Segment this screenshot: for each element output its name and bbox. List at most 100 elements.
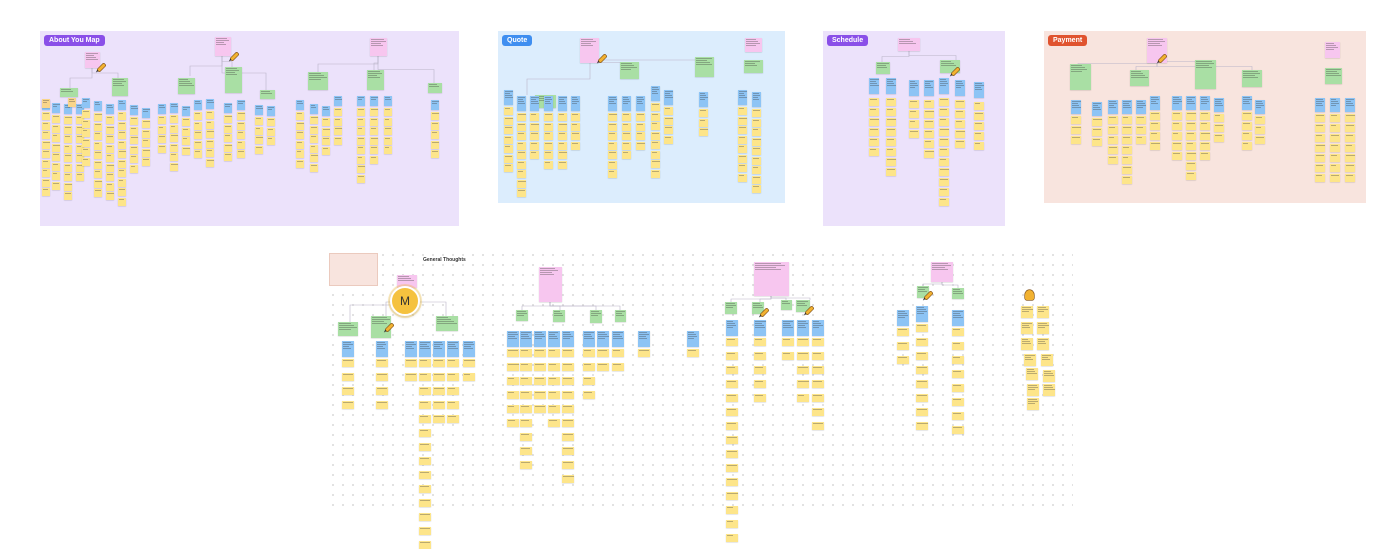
sticky-note-yellow[interactable] <box>52 143 60 152</box>
sticky-note-yellow[interactable] <box>558 113 567 121</box>
sticky-note-yellow[interactable] <box>583 349 595 357</box>
sticky-note-yellow[interactable] <box>42 121 50 130</box>
sticky-note-yellow[interactable] <box>520 419 532 427</box>
sticky-note-yellow[interactable] <box>558 141 567 150</box>
sticky-note-pink[interactable] <box>1325 42 1340 58</box>
sticky-note-blue[interactable] <box>142 108 151 118</box>
sticky-note-yellow[interactable] <box>334 127 343 135</box>
sticky-note-yellow[interactable] <box>952 342 964 350</box>
sticky-note-yellow[interactable] <box>42 188 50 196</box>
sticky-note-yellow[interactable] <box>886 128 896 136</box>
sticky-note-yellow[interactable] <box>42 169 50 177</box>
sticky-note-yellow[interactable] <box>952 384 964 392</box>
sticky-note-yellow[interactable] <box>194 131 202 139</box>
sticky-note-blue[interactable] <box>463 341 475 357</box>
sticky-note-yellow[interactable] <box>255 117 263 125</box>
sticky-note-green[interactable] <box>590 310 602 323</box>
sticky-note-yellow[interactable] <box>548 405 560 413</box>
sticky-note-yellow[interactable] <box>504 126 513 134</box>
sticky-note-yellow[interactable] <box>916 422 928 430</box>
sticky-note-yellow[interactable] <box>1172 132 1182 140</box>
sticky-note-yellow[interactable] <box>571 141 580 150</box>
sticky-note-yellow[interactable] <box>651 131 660 140</box>
sticky-note-yellow[interactable] <box>916 394 928 402</box>
sticky-note-yellow[interactable] <box>433 401 445 409</box>
sticky-note-blue[interactable] <box>431 100 439 110</box>
sticky-note-yellow[interactable] <box>974 112 984 120</box>
sticky-note-yellow[interactable] <box>206 139 214 148</box>
sticky-note-yellow[interactable] <box>1037 338 1049 350</box>
sticky-note-yellow[interactable] <box>939 98 949 106</box>
sticky-note-yellow[interactable] <box>130 155 138 163</box>
sticky-note-blue[interactable] <box>322 106 330 116</box>
sticky-note-yellow[interactable] <box>1345 154 1355 162</box>
sticky-note-yellow[interactable] <box>342 373 354 381</box>
sticky-note-yellow[interactable] <box>1041 354 1053 366</box>
sticky-note-yellow[interactable] <box>82 129 90 137</box>
sticky-note-yellow[interactable] <box>886 168 896 176</box>
sticky-note-yellow[interactable] <box>664 135 673 144</box>
sticky-note-yellow[interactable] <box>224 153 232 161</box>
sticky-note-yellow[interactable] <box>1172 112 1182 120</box>
sticky-note-yellow[interactable] <box>82 148 90 156</box>
sticky-note-yellow[interactable] <box>726 436 738 444</box>
sticky-note-green[interactable] <box>781 300 792 310</box>
sticky-note-yellow[interactable] <box>376 359 388 367</box>
sticky-note-blue[interactable] <box>267 106 275 116</box>
sticky-note-yellow[interactable] <box>699 109 708 117</box>
sticky-note-yellow[interactable] <box>357 117 365 126</box>
sticky-note-yellow[interactable] <box>384 127 392 135</box>
sticky-note-yellow[interactable] <box>94 151 102 159</box>
sticky-note-yellow[interactable] <box>534 363 546 371</box>
sticky-note-green[interactable] <box>620 62 639 79</box>
sticky-note-yellow[interactable] <box>974 132 984 140</box>
sticky-note-yellow[interactable] <box>651 160 660 168</box>
sticky-note-yellow[interactable] <box>342 359 354 367</box>
sticky-note-yellow[interactable] <box>726 352 738 360</box>
sticky-note-yellow[interactable] <box>797 352 809 360</box>
sticky-note-yellow[interactable] <box>939 188 949 196</box>
sticky-note-yellow[interactable] <box>255 126 263 135</box>
sticky-note-yellow[interactable] <box>419 471 431 479</box>
sticky-note-yellow[interactable] <box>419 429 431 437</box>
sticky-note-yellow[interactable] <box>82 138 90 147</box>
sticky-note-orange[interactable] <box>68 98 76 107</box>
sticky-note-yellow[interactable] <box>909 110 919 118</box>
sticky-note-yellow[interactable] <box>419 387 431 395</box>
sticky-note-blue[interactable] <box>886 78 896 94</box>
sticky-note-yellow[interactable] <box>118 169 126 177</box>
sticky-note-yellow[interactable] <box>194 112 202 120</box>
sticky-note-yellow[interactable] <box>182 137 190 145</box>
sticky-note-yellow[interactable] <box>1122 146 1132 154</box>
sticky-note-yellow[interactable] <box>433 387 445 395</box>
sticky-note-yellow[interactable] <box>1330 114 1340 122</box>
sticky-note-yellow[interactable] <box>869 138 879 146</box>
sticky-note-blue[interactable] <box>909 80 919 96</box>
sticky-note-yellow[interactable] <box>334 108 342 116</box>
sticky-note-yellow[interactable] <box>76 154 84 162</box>
sticky-note-yellow[interactable] <box>419 527 431 535</box>
sticky-note-yellow[interactable] <box>507 363 519 371</box>
sticky-note-yellow[interactable] <box>370 146 378 154</box>
sticky-note-yellow[interactable] <box>504 116 513 125</box>
sticky-note-yellow[interactable] <box>224 124 232 133</box>
sticky-note-yellow[interactable] <box>738 107 747 115</box>
sticky-note-yellow[interactable] <box>1136 126 1146 134</box>
sticky-note-yellow[interactable] <box>52 181 60 190</box>
sticky-note-yellow[interactable] <box>726 492 738 500</box>
sticky-note-yellow[interactable] <box>1150 132 1160 140</box>
sticky-note-yellow[interactable] <box>419 457 431 465</box>
sticky-note-yellow[interactable] <box>571 113 580 121</box>
sticky-note-blue[interactable] <box>544 96 553 111</box>
sticky-note-yellow[interactable] <box>170 162 178 171</box>
sticky-note-yellow[interactable] <box>924 120 934 128</box>
sticky-note-yellow[interactable] <box>206 130 214 138</box>
sticky-note-yellow[interactable] <box>548 363 560 371</box>
sticky-note-blue[interactable] <box>534 331 546 347</box>
sticky-note-yellow[interactable] <box>158 135 166 143</box>
sticky-note-yellow[interactable] <box>255 145 263 154</box>
sticky-note-yellow[interactable] <box>1108 136 1118 144</box>
sticky-note-yellow[interactable] <box>548 391 560 399</box>
sticky-note-yellow[interactable] <box>752 128 761 136</box>
sticky-note-blue[interactable] <box>651 86 660 101</box>
